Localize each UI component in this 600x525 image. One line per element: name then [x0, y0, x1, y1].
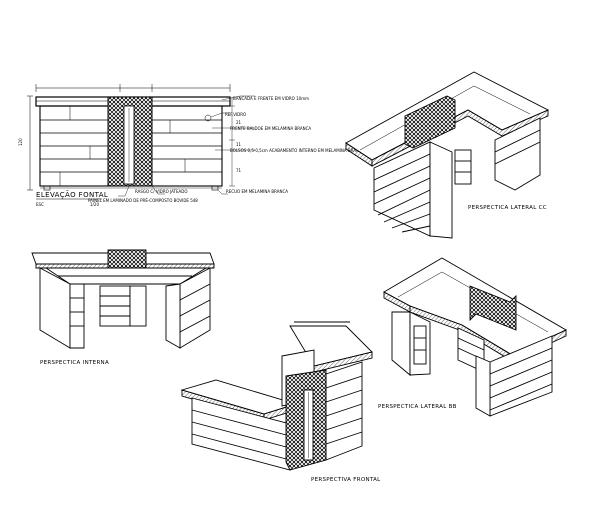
elevation-esc: ESC	[36, 202, 44, 207]
tag-ref-vidro: REF.VIDRO	[225, 112, 246, 117]
dimension-label: 120	[18, 138, 23, 146]
elevation-title: ELEVAÇÃO FONTAL	[36, 190, 108, 199]
front-elevation-text: 120 BANCADA E FRENTE EM VIDRO 10mm FRENT…	[18, 96, 365, 207]
note-bancada: BANCADA E FRENTE EM VIDRO 10mm	[233, 96, 309, 101]
side-dim-3: 71	[236, 168, 242, 173]
note-frente: FRENTE BALDOE EM MELAMINA BRANCA	[230, 126, 311, 131]
note-painel: PAINEL EM LAMINADO DE PRÉ-COMPOSTO BOVID…	[88, 198, 198, 203]
side-dim-1: 21	[236, 120, 242, 125]
label-frontal: PERSPECTIVA FRONTAL	[311, 477, 381, 483]
label-lateral-bb: PERSPECTICA LATERAL BB	[378, 404, 457, 410]
side-dim-2: 11	[236, 142, 242, 147]
perspective-interna	[31, 249, 215, 349]
perspective-frontal	[180, 321, 373, 471]
perspective-lateral-cc	[345, 71, 550, 239]
label-lateral-cc: PERSPECTICA LATERAL CC	[468, 205, 547, 211]
note-recuo: RECUO EM MELAMINA BRANCA	[226, 189, 288, 194]
front-elevation	[27, 84, 255, 200]
note-rasgo: RASGO C/ VIDRO JATEADO	[135, 189, 188, 194]
note-bolsos: BOLSOS 0,5-0,5cm ACABAMENTO INTERNO EM M…	[230, 148, 365, 153]
label-interna: PERSPECTICA INTERNA	[40, 360, 109, 366]
perspective-lateral-bb	[383, 257, 567, 417]
elevation-scale: 1/20	[90, 202, 99, 207]
